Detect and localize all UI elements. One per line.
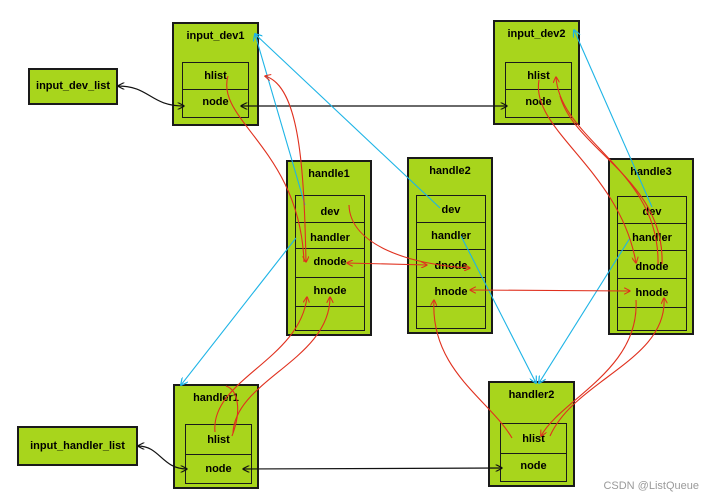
handler2-node-label: node: [520, 460, 547, 472]
input-dev1-node-label: node: [202, 96, 229, 108]
handle3-box: handle3 dev handler dnode hnode: [608, 158, 694, 335]
handler1-hlist-to-handle1-hnode-b: [232, 297, 330, 434]
input-dev2-hlist-label: hlist: [527, 70, 550, 82]
input-dev2-node-label: node: [525, 96, 552, 108]
handler2-title: handler2: [508, 389, 555, 401]
handler2-hlist-field: hlist: [501, 424, 566, 454]
black-list-links: [118, 86, 507, 469]
watermark: CSDN @ListQueue: [603, 480, 699, 492]
handle3-hnode-label: hnode: [635, 287, 669, 299]
cyan-pointer-links: [181, 30, 653, 385]
ptr-handle2-dev: [255, 34, 441, 209]
handle3-dnode-label: dnode: [635, 261, 669, 273]
input-dev1-hlist-field: hlist: [183, 63, 248, 90]
handler1-hlist-loop: [225, 385, 239, 437]
handle2-handler-label: handler: [431, 230, 471, 242]
handler1-node-field: node: [186, 455, 251, 482]
input-dev1-node-field: node: [183, 90, 248, 116]
handle3-dnode-loop: [559, 95, 663, 265]
handler1-hlist-field: hlist: [186, 425, 251, 455]
dev2-hlist-to-handle3-dnode-a: [537, 79, 636, 263]
handle2-handler-field: handler: [417, 223, 485, 250]
handle2-hnode-field: hnode: [417, 278, 485, 307]
handle3-title: handle3: [630, 166, 672, 178]
input-dev2-node-field: node: [506, 90, 571, 116]
handler1-fields: hlist node: [185, 424, 252, 484]
handle2-hnode-label: hnode: [434, 286, 468, 298]
handle1-dnode-to-handle2-dnode: [347, 263, 427, 265]
dev2-hlist-to-handle3-dnode-b: [556, 77, 659, 265]
handle1-title: handle1: [308, 168, 350, 180]
input-dev-list-label: input_dev_list: [36, 80, 110, 92]
handler2-fields: hlist node: [500, 423, 567, 482]
red-node-links: [214, 75, 664, 439]
handle2-hnode-to-handle3-hnode: [470, 290, 630, 291]
handle3-handler-field: handler: [618, 224, 686, 251]
input-handler-list-box: input_handler_list: [17, 426, 138, 466]
ptr-handle2-handler: [460, 235, 536, 383]
handle2-dev-field: dev: [417, 196, 485, 223]
handle1-handler-label: handler: [310, 232, 350, 244]
input-dev1-fields: hlist node: [182, 62, 249, 118]
dev1-hlist-to-handle1-dnode: [265, 76, 306, 262]
handle2-dnode-from-dev1: [348, 204, 470, 268]
input-dev1-title: input_dev1: [186, 30, 245, 42]
handler1-node-label: node: [205, 463, 232, 475]
handle3-dev-label: dev: [642, 206, 662, 218]
ptr-handle3-handler: [539, 237, 631, 383]
input-dev2-box: input_dev2 hlist node: [493, 20, 580, 125]
handle2-title: handle2: [429, 165, 471, 177]
handle1-fields: dev handler dnode hnode: [295, 195, 365, 331]
handle2-box: handle2 dev handler dnode hnode: [407, 157, 493, 334]
handler1-hlist-to-handle1-hnode-a: [214, 297, 307, 433]
handle1-hnode-field: hnode: [296, 278, 364, 307]
handler2-hlist-to-handle2-hnode: [434, 300, 513, 439]
handler1-hlist-label: hlist: [207, 434, 230, 446]
handle1-dev-label: dev: [320, 206, 340, 218]
input-dev2-title: input_dev2: [507, 28, 566, 40]
dev1-hlist-to-handle1-dnode-b: [226, 75, 305, 263]
ptr-handle3-dev: [574, 30, 653, 208]
ptr-handle1-handler: [181, 237, 297, 385]
input-dev1-hlist-label: hlist: [204, 70, 227, 82]
handle2-dev-label: dev: [441, 204, 461, 216]
handle3-dnode-field: dnode: [618, 251, 686, 279]
handle1-hnode-label: hnode: [313, 285, 347, 297]
handle3-handler-label: handler: [632, 232, 672, 244]
ptr-handle1-dev: [255, 34, 306, 206]
link-devlist-dev1: [118, 86, 184, 106]
handler2-hlist-to-handle3-hnode: [541, 299, 637, 436]
input-dev-list-box: input_dev_list: [28, 68, 118, 105]
handle1-dnode-field: dnode: [296, 249, 364, 278]
link-handler1-handler2: [243, 468, 502, 469]
handle1-dev-field: dev: [296, 196, 364, 223]
link-handlerlist-handler1: [138, 446, 187, 469]
handler2-hlist-label: hlist: [522, 433, 545, 445]
handle1-dnode-label: dnode: [313, 256, 347, 268]
input-handler-list-label: input_handler_list: [30, 440, 125, 452]
handler2-hlist-to-handle3-hnode-b: [549, 298, 664, 437]
handle1-handler-field: handler: [296, 223, 364, 249]
handler1-title: handler1: [193, 392, 239, 404]
handler2-node-field: node: [501, 454, 566, 480]
handle3-hnode-field: hnode: [618, 279, 686, 308]
